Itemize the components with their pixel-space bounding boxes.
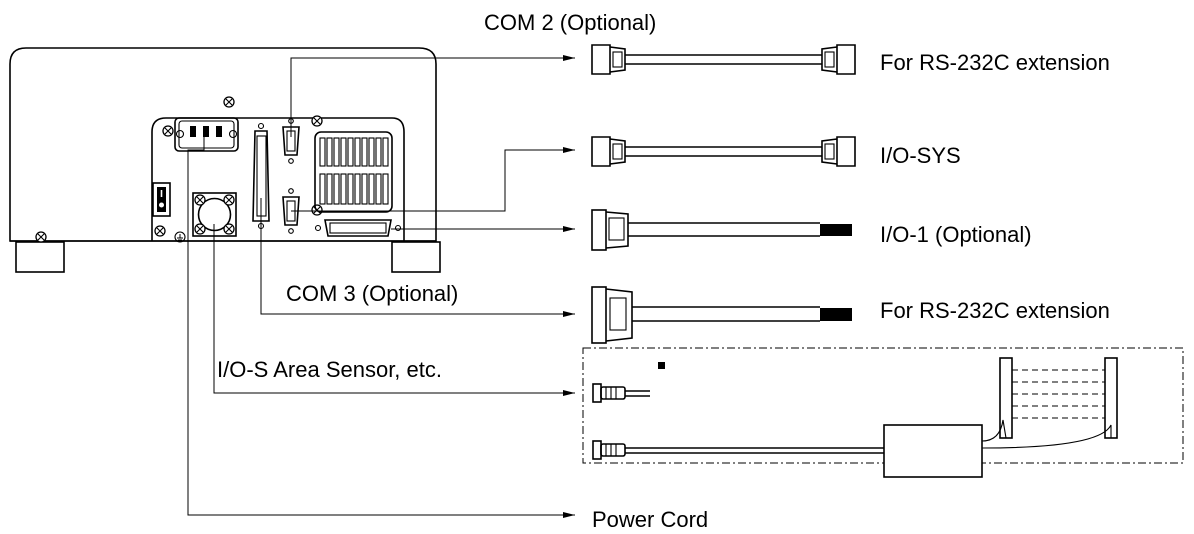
power-cord-label: Power Cord — [592, 507, 709, 532]
left-foot — [15, 241, 65, 273]
controller-unit — [9, 47, 441, 273]
com2-extension-cable — [591, 44, 856, 75]
io1-label: I/O-1 (Optional) — [880, 222, 1032, 247]
ac-inlet-icon — [174, 117, 239, 152]
screw-icon — [223, 96, 235, 108]
fan-vent-icon — [314, 131, 393, 213]
screw-icon — [154, 225, 166, 237]
screw-icon — [311, 115, 323, 127]
io-sys-leader — [291, 147, 575, 212]
com2-leader — [290, 55, 575, 137]
rs232-extension-label-bottom: For RS-232C extension — [880, 298, 1110, 323]
right-foot — [391, 241, 441, 273]
com3-label: COM 3 (Optional) — [286, 281, 459, 306]
screw-icon — [162, 125, 174, 137]
leader-lines — [187, 55, 575, 518]
io-s-leader — [213, 224, 575, 396]
com2-label: COM 2 (Optional) — [484, 10, 657, 35]
d-sub-connector-icon — [314, 219, 402, 237]
io-sys-cable — [591, 136, 856, 167]
io1-cable — [591, 209, 852, 251]
rs232-extension-label-top: For RS-232C extension — [880, 50, 1110, 75]
power-switch-icon — [152, 182, 171, 217]
power-cord-leader — [187, 134, 575, 518]
controller-housing — [9, 47, 437, 242]
marker-square — [658, 362, 665, 369]
com3-leader — [260, 198, 575, 317]
area-sensor-group — [582, 347, 1184, 478]
io-s-label: I/O-S Area Sensor, etc. — [217, 357, 442, 382]
screw-icon — [35, 231, 47, 243]
ground-icon — [174, 231, 186, 243]
io-sys-label: I/O-SYS — [880, 143, 961, 168]
back-panel — [151, 117, 405, 241]
com3-extension-cable — [591, 286, 852, 344]
sensor-controller-box — [883, 424, 983, 478]
area-sensor-icon — [981, 357, 1118, 449]
